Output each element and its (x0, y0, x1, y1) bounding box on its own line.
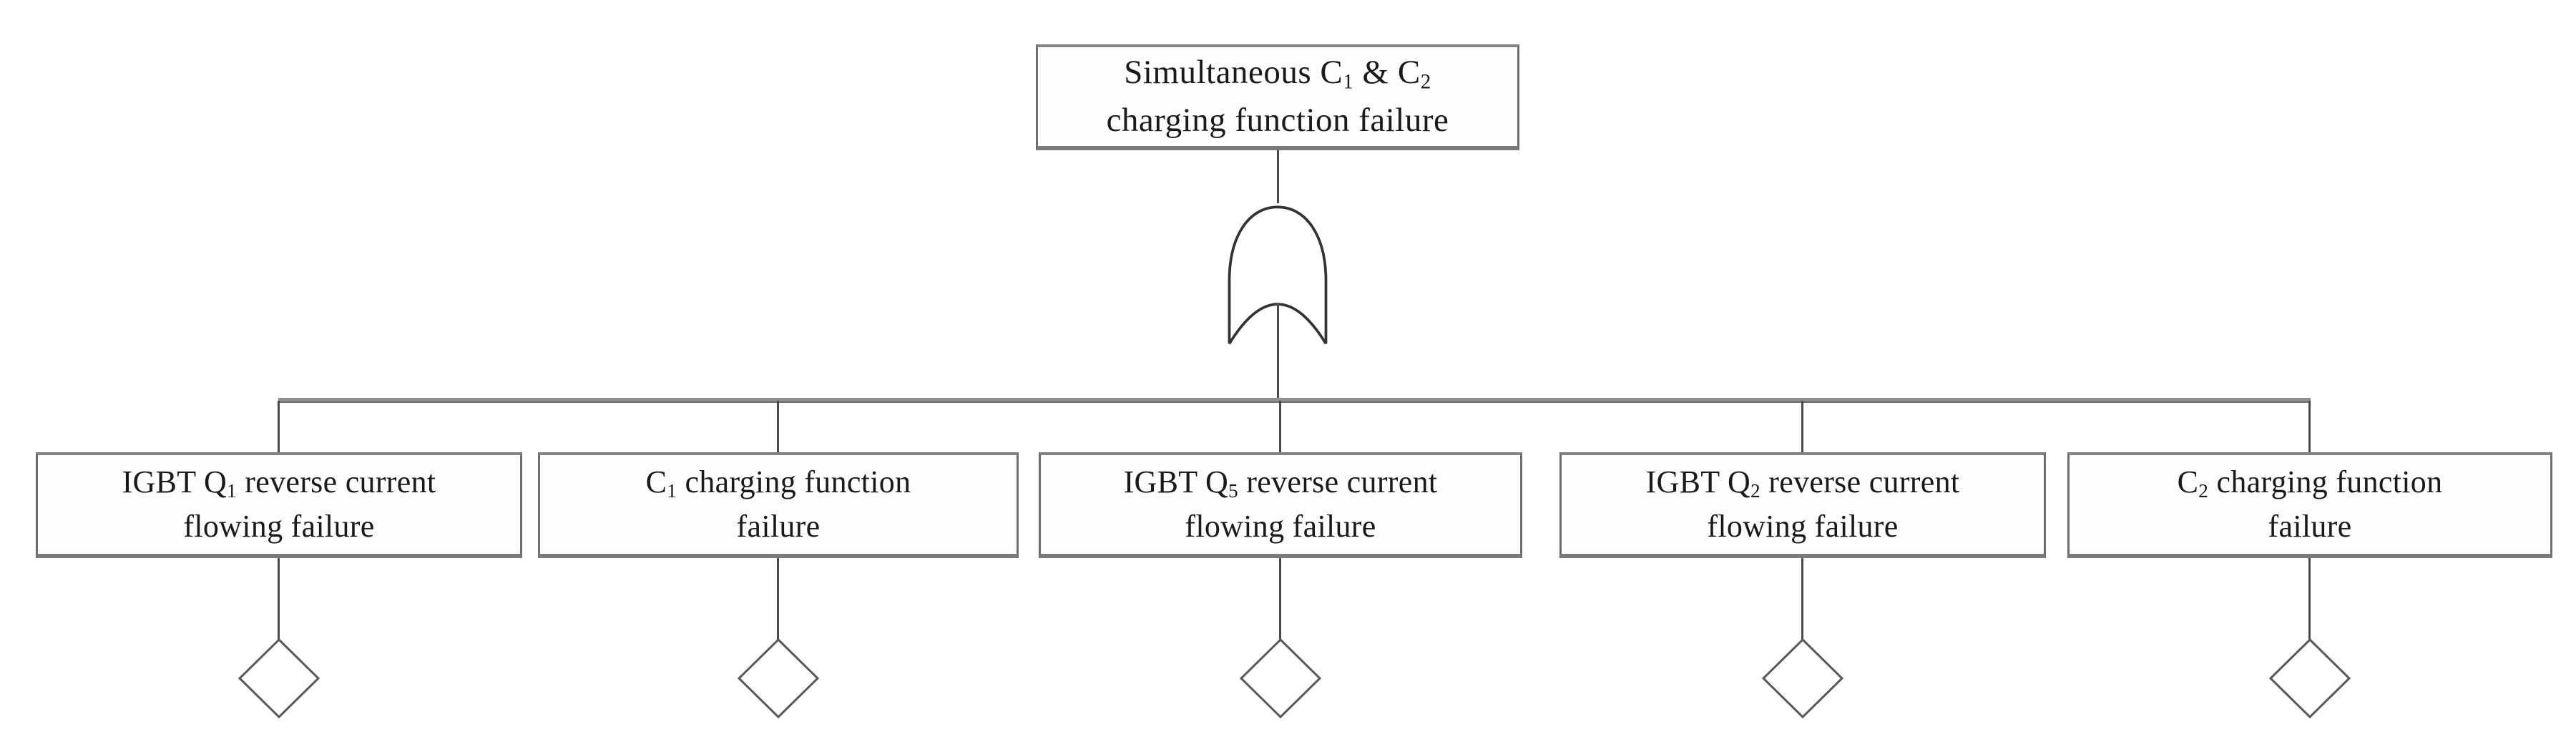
undeveloped-event-diamond-3 (1239, 638, 1322, 718)
event-line1: IGBT Q5 reverse current (1123, 464, 1438, 502)
event-box-c2: C2 charging function failure (2067, 452, 2552, 558)
event-box-igbt-q1: IGBT Q1 reverse current flowing failure (36, 452, 522, 558)
connector-bus-to-event-3 (1279, 401, 1281, 454)
connector-bus (278, 398, 2311, 403)
connector-bus-to-event-1 (278, 401, 280, 454)
event-line2: flowing failure (183, 509, 375, 544)
event-line1: C1 charging function (645, 464, 911, 502)
undeveloped-event-diamond-1 (237, 638, 320, 718)
connector-bus-to-event-2 (777, 401, 779, 454)
event-line1: IGBT Q2 reverse current (1645, 464, 1960, 502)
connector-event-4-to-diamond (1801, 558, 1803, 640)
event-line2: failure (2268, 509, 2352, 544)
event-line2: flowing failure (1707, 509, 1899, 544)
undeveloped-event-diamond-4 (1761, 638, 1844, 718)
connector-event-3-to-diamond (1279, 558, 1281, 640)
top-event-line2: charging function failure (1106, 102, 1449, 139)
undeveloped-event-diamond-5 (2268, 638, 2351, 718)
connector-event-1-to-diamond (278, 558, 280, 640)
undeveloped-event-diamond-2 (737, 638, 820, 718)
connector-event-2-to-diamond (777, 558, 779, 640)
event-line1: IGBT Q1 reverse current (122, 464, 436, 502)
connector-event-5-to-diamond (2308, 558, 2311, 640)
connector-gate-to-bus (1277, 303, 1279, 401)
event-box-igbt-q2: IGBT Q2 reverse current flowing failure (1559, 452, 2046, 558)
event-line2: flowing failure (1185, 509, 1376, 544)
event-line2: failure (736, 509, 821, 544)
event-box-c1: C1 charging function failure (538, 452, 1019, 558)
event-box-igbt-q5: IGBT Q5 reverse current flowing failure (1039, 452, 1522, 558)
event-line1: C2 charging function (2177, 464, 2443, 502)
connector-topbox-to-gate (1277, 150, 1279, 203)
connector-bus-to-event-5 (2308, 401, 2311, 454)
top-event-line1: Simultaneous C1 & C2 (1124, 54, 1431, 94)
top-event-box: Simultaneous C1 & C2 charging function f… (1036, 44, 1519, 150)
connector-bus-to-event-4 (1801, 401, 1803, 454)
